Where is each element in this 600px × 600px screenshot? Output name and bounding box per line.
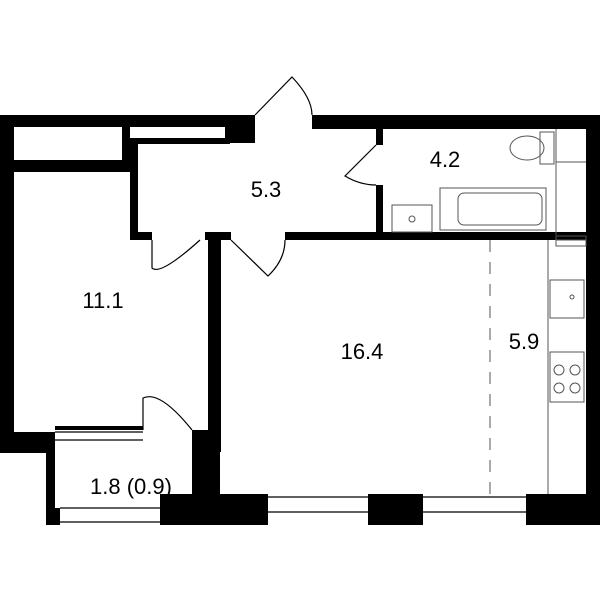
doors (142, 76, 377, 431)
room-area-bathroom: 4.2 (429, 147, 461, 172)
wall-hall-left-bottom (130, 232, 152, 240)
wall-right (586, 115, 600, 525)
room-area-balcony: 1.8 (0.9) (90, 474, 172, 499)
toilet-tank (539, 131, 555, 165)
walls (0, 115, 600, 525)
wall-bedroom-right-top (205, 232, 231, 240)
door-bath (344, 144, 377, 186)
door-bedroom (151, 239, 201, 270)
room-area-hall: 5.3 (250, 177, 282, 202)
kitchen-sink (549, 279, 585, 319)
windows (14, 125, 526, 523)
stove (549, 351, 585, 403)
wall-bottom-left (0, 432, 55, 453)
wall-bath-left (376, 129, 383, 145)
bathtub (439, 187, 547, 231)
wall-bath-left-lower (376, 185, 383, 235)
room-area-bedroom: 11.1 (82, 288, 124, 313)
wall-bedroom-bottom (55, 426, 143, 430)
bath-fixtures (391, 129, 586, 235)
entrance-door (254, 76, 313, 116)
room-area-kitchen: 5.9 (508, 329, 540, 354)
balcony-wall-bottom-left (46, 508, 60, 525)
wall-hall-left (130, 144, 138, 240)
door-living (230, 239, 286, 277)
wall-left (0, 115, 14, 453)
wall-closet-divider (122, 115, 130, 160)
wall-bedroom-right (208, 232, 221, 452)
toilet-bowl (509, 135, 545, 161)
wall-bottom-3 (526, 494, 600, 525)
balcony-wall-left (46, 453, 55, 525)
door-balcony (142, 396, 193, 431)
wall-hall-living (285, 232, 586, 240)
kitchen-fixtures (547, 235, 587, 494)
wall-top-right (312, 115, 600, 129)
wall-closet-bar (130, 138, 230, 144)
wall-closet-bottom (0, 160, 135, 172)
sink (391, 204, 433, 233)
room-area-living: 16.4 (340, 339, 384, 364)
wall-bottom-2 (368, 494, 423, 525)
